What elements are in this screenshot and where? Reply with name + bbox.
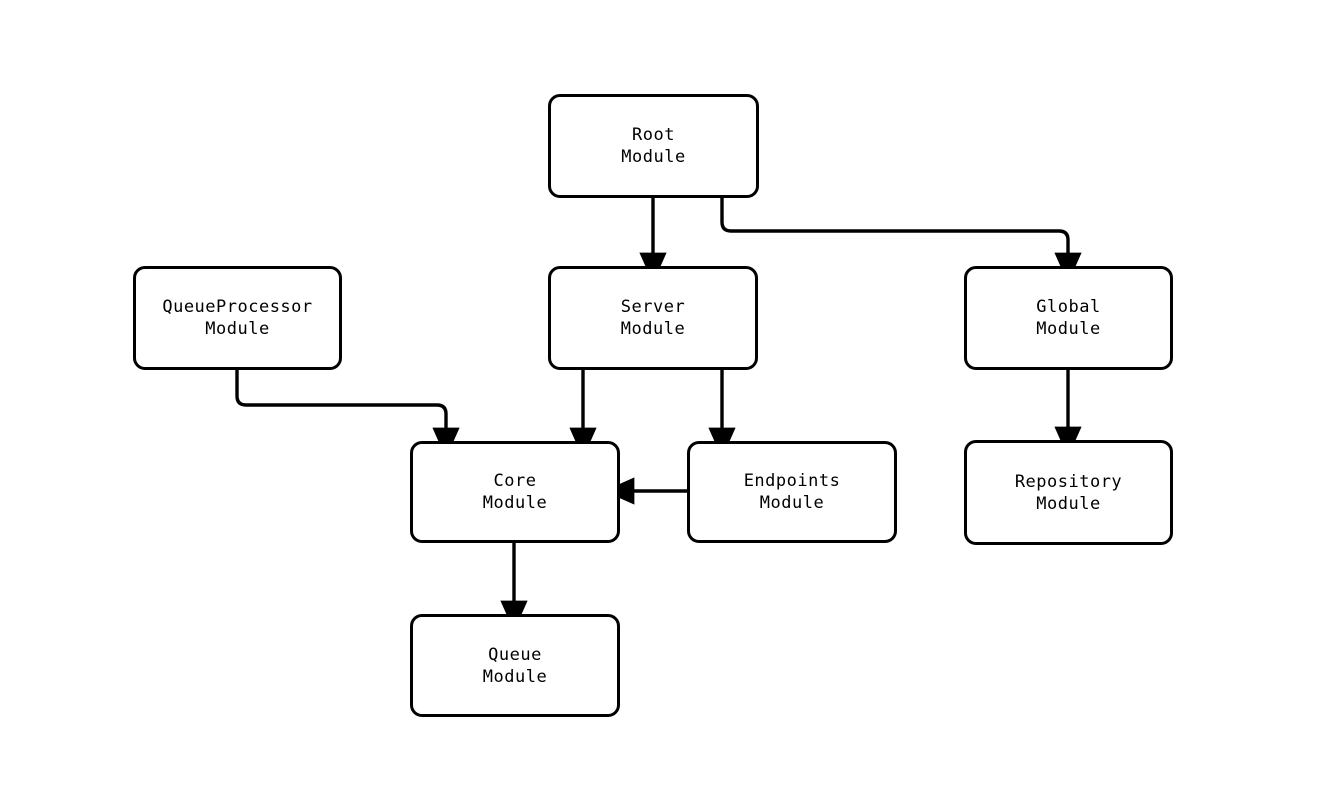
node-server-module-line2: Module — [620, 319, 686, 339]
node-global-module[interactable]: Global Module — [964, 266, 1173, 370]
node-queue-module-line2: Module — [482, 666, 548, 687]
node-queueprocessor-module[interactable]: QueueProcessor Module — [133, 266, 342, 370]
node-queueprocessor-module-line2: Module — [205, 319, 270, 339]
node-server-module[interactable]: Server Module — [548, 266, 758, 370]
node-core-module[interactable]: Core Module — [410, 441, 620, 543]
node-endpoints-module-line2: Module — [759, 493, 825, 513]
edge-root-to-global — [720, 198, 1082, 284]
node-queueprocessor-module-line1: QueueProcessor — [162, 297, 313, 317]
node-server-module-line1: Server — [620, 297, 686, 317]
node-repository-module-line1: Repository — [1014, 471, 1123, 492]
node-core-module-line2: Module — [482, 493, 548, 513]
node-root-module-line2: Module — [621, 147, 686, 167]
node-global-module-line1: Global — [1036, 297, 1101, 317]
node-repository-module-line2: Module — [1036, 493, 1101, 514]
node-global-module-line2: Module — [1036, 319, 1101, 339]
node-endpoints-module-line1: Endpoints — [743, 471, 841, 491]
node-root-module-line1: Root — [632, 125, 675, 145]
node-root-module[interactable]: Root Module — [548, 94, 759, 198]
node-repository-module[interactable]: Repository Module — [964, 440, 1173, 545]
node-core-module-line1: Core — [493, 471, 537, 491]
node-queue-module-line1: Queue — [488, 644, 542, 665]
node-queue-module[interactable]: Queue Module — [410, 614, 620, 717]
edge-queueprocessor-to-core — [235, 370, 460, 459]
node-endpoints-module[interactable]: Endpoints Module — [687, 441, 897, 543]
